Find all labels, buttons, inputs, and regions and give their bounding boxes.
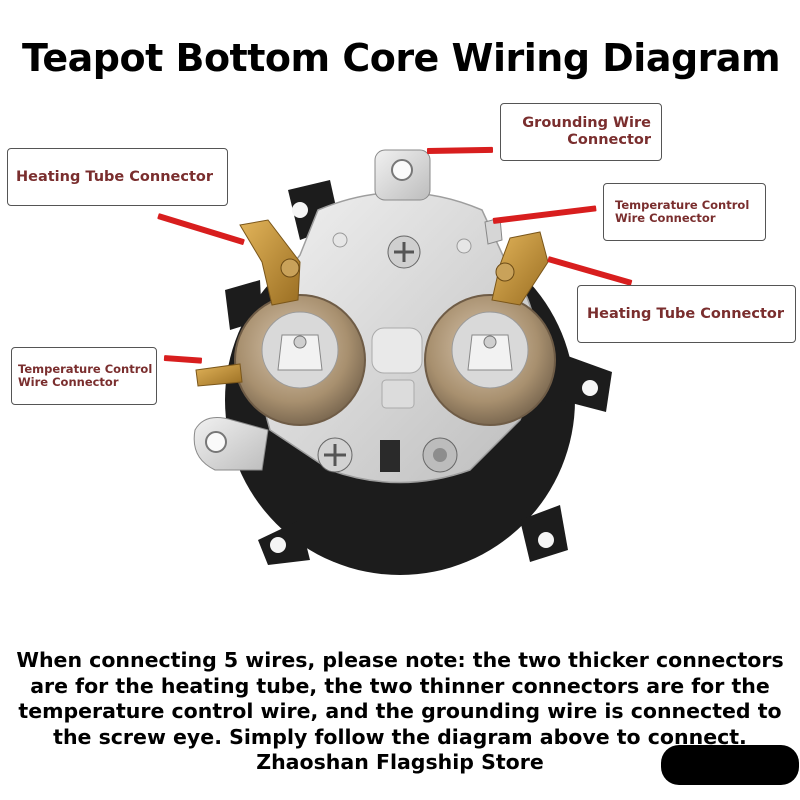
tab-holes bbox=[270, 202, 598, 553]
pointer-grounding bbox=[426, 146, 494, 154]
label-heating-tube-connector-right: Heating Tube Connector bbox=[577, 285, 796, 343]
mount-eye-left bbox=[193, 417, 269, 471]
left-heating-terminal bbox=[239, 219, 301, 306]
right-thermostat-disc bbox=[424, 294, 556, 426]
left-thermostat-disc bbox=[234, 294, 366, 426]
label-temp-left-text: Temperature Control Wire Connector bbox=[18, 362, 153, 389]
label-temperature-control-left: Temperature Control Wire Connector bbox=[11, 347, 157, 405]
bottom-screw-right bbox=[422, 437, 458, 473]
right-heating-terminal bbox=[491, 231, 549, 306]
wiring-note: When connecting 5 wires, please note: th… bbox=[16, 648, 784, 774]
label-temp-right-text: Temperature Control Wire Connector bbox=[615, 198, 750, 225]
label-grounding-wire-connector: Grounding Wire Connector bbox=[500, 103, 662, 161]
diagram-title: Teapot Bottom Core Wiring Diagram bbox=[22, 36, 781, 80]
grounding-screw-eye bbox=[374, 149, 431, 201]
label-heating-left-text: Heating Tube Connector bbox=[16, 169, 214, 185]
redaction-blob bbox=[661, 745, 799, 785]
left-temp-terminal bbox=[195, 363, 243, 387]
label-grounding-text: Grounding Wire Connector bbox=[522, 115, 651, 148]
bottom-screw-left bbox=[317, 437, 353, 473]
label-temperature-control-right: Temperature Control Wire Connector bbox=[603, 183, 766, 241]
label-heating-tube-connector-left: Heating Tube Connector bbox=[7, 148, 228, 206]
center-screw bbox=[387, 235, 421, 269]
label-heating-right-text: Heating Tube Connector bbox=[587, 306, 785, 322]
